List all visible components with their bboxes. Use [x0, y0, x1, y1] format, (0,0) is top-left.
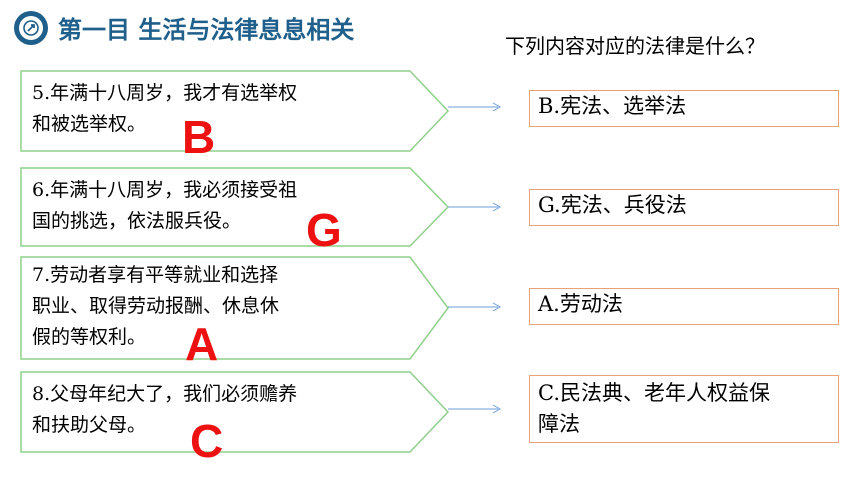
statement-text: 5.年满十八周岁，我才有选举权 和被选举权。 [32, 82, 298, 135]
law-option-box: A.劳动法 [529, 288, 839, 325]
answer-letter: C [190, 415, 224, 467]
law-option-box: B.宪法、选举法 [529, 90, 839, 127]
law-option-box: C.民法典、老年人权益保 障法 [529, 375, 839, 443]
question-prompt: 下列内容对应的法律是什么？ [505, 34, 765, 58]
arrow-icon [448, 202, 502, 212]
answer-letter: A [185, 318, 219, 370]
law-option-box: G.宪法、兵役法 [529, 189, 839, 226]
statement-item: 6.年满十八周岁，我必须接受祖 国的挑选，依法服兵役。 [20, 167, 450, 247]
section-title: 第一目 生活与法律息息相关 [58, 16, 355, 44]
statement-item: 8.父母年纪大了，我们必须赡养 和扶助父母。 [20, 371, 450, 453]
arrow-icon [448, 404, 502, 414]
arrow-icon [448, 102, 502, 112]
statement-shape [20, 167, 450, 247]
statement-text: 7.劳动者享有平等就业和选择 职业、取得劳动报酬、休息休 假的等权利。 [32, 264, 280, 348]
compass-icon [14, 10, 48, 45]
statement-shape [20, 371, 450, 453]
answer-letter: B [182, 111, 216, 163]
statement-shape [20, 256, 449, 360]
statement-text: 6.年满十八周岁，我必须接受祖 国的挑选，依法服兵役。 [32, 179, 298, 232]
section-header: 第一目 生活与法律息息相关 [14, 10, 354, 45]
arrow-icon [448, 302, 502, 312]
statement-text: 8.父母年纪大了，我们必须赡养 和扶助父母。 [32, 383, 298, 436]
statement-shape [20, 70, 450, 152]
statement-item: 7.劳动者享有平等就业和选择 职业、取得劳动报酬、休息休 假的等权利。 [20, 256, 450, 360]
answer-letter: G [306, 204, 342, 256]
statement-item: 5.年满十八周岁，我才有选举权 和被选举权。 [20, 70, 450, 152]
